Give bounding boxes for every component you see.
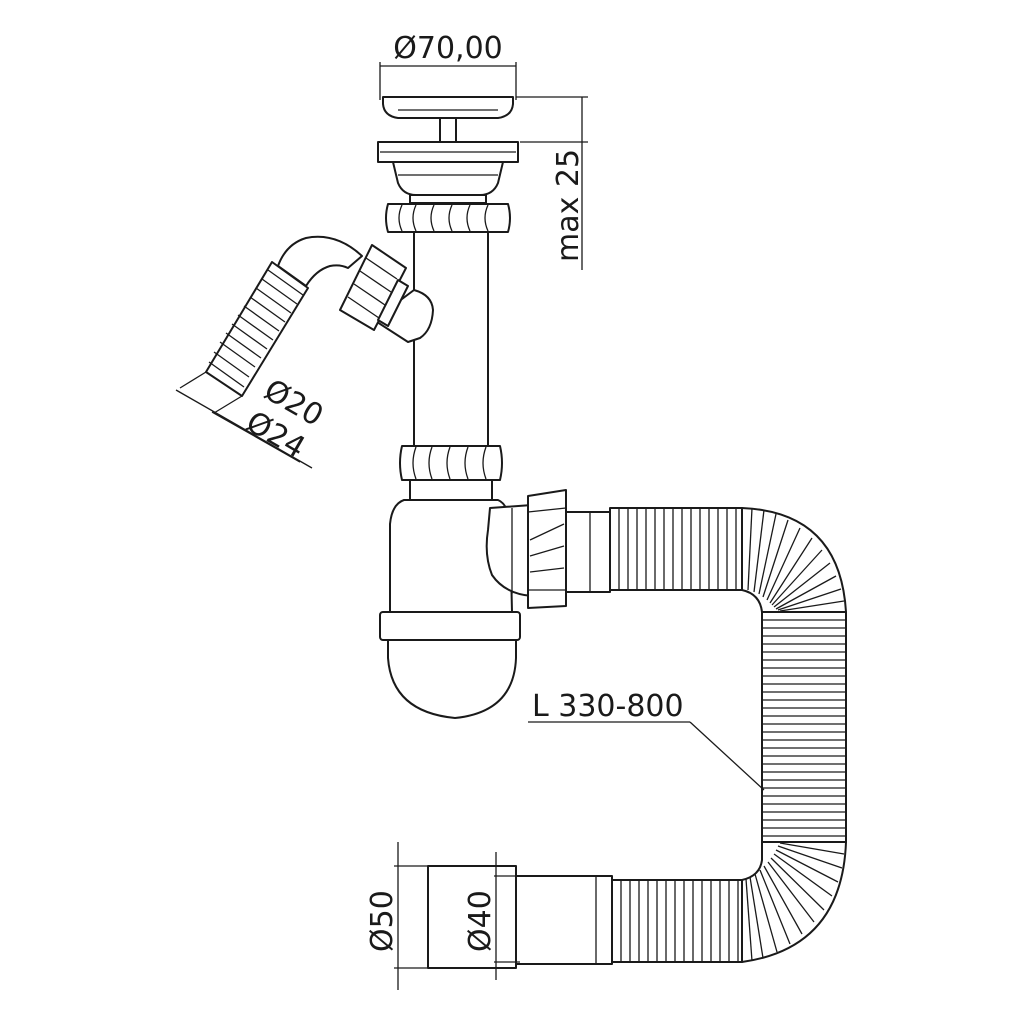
bottle-trap-body <box>389 499 513 613</box>
label-max-height: max 25 <box>551 149 586 262</box>
side-inlet-elbow <box>373 289 434 343</box>
side-inlet-nut <box>339 244 409 331</box>
strainer-cap <box>382 96 514 119</box>
outlet-pipe <box>427 865 517 969</box>
outlet-nut <box>527 489 567 609</box>
corrugated-hose-upper-bend <box>741 507 847 613</box>
label-hose-length: L 330-800 <box>532 689 684 724</box>
corrugated-hose-top <box>609 507 743 591</box>
lower-nut <box>399 445 503 481</box>
dim-hose-length <box>528 721 765 791</box>
corrugated-hose-vertical <box>761 611 847 843</box>
vertical-pipe <box>413 231 489 447</box>
dim-strainer-diameter <box>379 62 517 100</box>
label-outlet-outer: Ø50 <box>365 890 400 952</box>
strainer-body <box>392 161 504 204</box>
strainer-flange <box>377 141 519 163</box>
strainer-stem <box>439 117 457 143</box>
label-strainer-diameter: Ø70,00 <box>393 31 503 66</box>
dim-max-height <box>516 96 588 270</box>
corrugated-hose-bottom <box>611 879 743 963</box>
corrugated-hose-lower-bend <box>741 841 847 963</box>
neck-ring <box>409 479 493 501</box>
bottle-trap-outlet-stub <box>485 504 533 597</box>
bottle-trap-cup <box>387 639 517 719</box>
label-outlet-inner: Ø40 <box>463 890 498 952</box>
outlet-coupler-bottom <box>515 875 613 965</box>
outlet-coupler <box>565 511 611 593</box>
upper-nut <box>385 203 511 233</box>
bottle-trap-band <box>379 611 521 641</box>
side-inlet-hose <box>205 261 309 397</box>
dim-outlet <box>394 842 520 990</box>
dim-side-inlet <box>175 371 313 469</box>
